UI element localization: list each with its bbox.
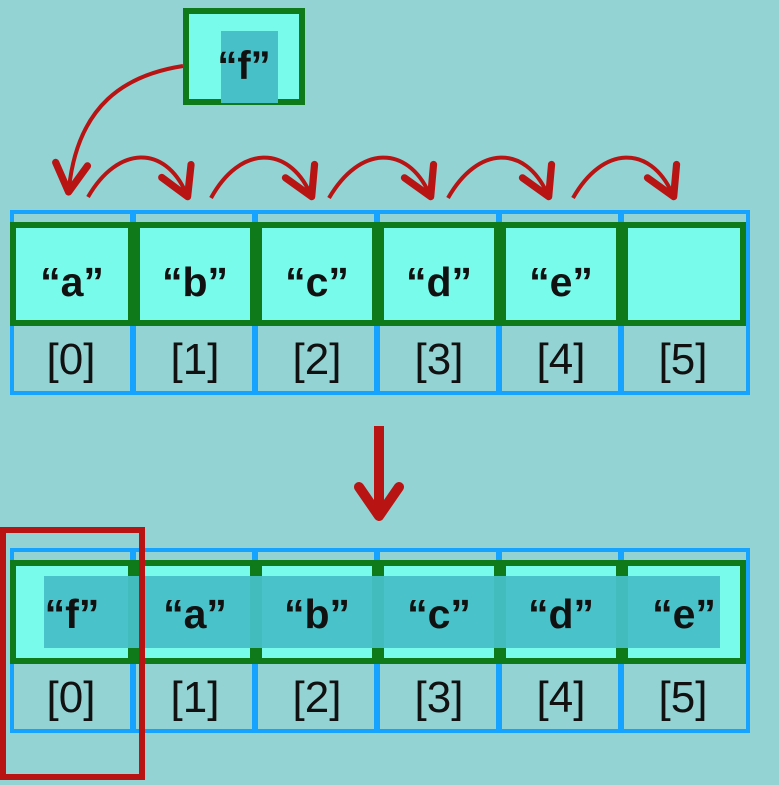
shift-arrow-icon bbox=[446, 155, 556, 201]
value-text: “a” bbox=[163, 591, 227, 637]
value-text: “d” bbox=[405, 259, 473, 305]
index-label: [2] bbox=[292, 335, 342, 384]
value-text: “a” bbox=[40, 259, 104, 305]
index-label: [2] bbox=[292, 673, 342, 722]
value-box: “e” bbox=[500, 222, 622, 326]
value-box: “b” bbox=[134, 222, 256, 326]
shift-arrow-icon bbox=[327, 155, 438, 201]
value-text: “e” bbox=[529, 259, 593, 305]
shift-arrow-icon bbox=[209, 155, 319, 201]
value-box: “d” bbox=[378, 222, 500, 326]
index-label: [0] bbox=[46, 673, 96, 722]
insert-arrow-icon bbox=[52, 64, 184, 196]
value-text: “b” bbox=[161, 259, 229, 305]
shifted-values-highlight bbox=[44, 576, 720, 648]
index-label: [4] bbox=[536, 335, 586, 384]
value-text: “c” bbox=[407, 591, 471, 637]
value-text: “b” bbox=[283, 591, 351, 637]
value-text: “e” bbox=[652, 591, 716, 637]
array-after-insert: “f” “a” “b” “c” “d” “e” [0] [1] [2] [3] … bbox=[10, 548, 750, 733]
down-arrow-head-icon bbox=[354, 482, 404, 521]
new-element-shade bbox=[221, 31, 278, 103]
value-text: “c” bbox=[285, 259, 349, 305]
value-box: “a” bbox=[10, 222, 134, 326]
index-label: [4] bbox=[536, 673, 586, 722]
value-box-empty bbox=[622, 222, 746, 326]
shift-arrow-icon bbox=[86, 155, 195, 201]
shift-arrow-icon bbox=[571, 155, 681, 201]
value-text: “d” bbox=[527, 591, 595, 637]
new-element-box: “f” bbox=[183, 8, 305, 105]
index-label: [1] bbox=[170, 335, 220, 384]
index-label: [1] bbox=[170, 673, 220, 722]
array-before-insert: “a” “b” “c” “d” “e” [0] [1] [2] [3] [4] … bbox=[10, 210, 750, 395]
index-label: [0] bbox=[46, 335, 96, 384]
index-label: [5] bbox=[658, 335, 708, 384]
index-label: [5] bbox=[658, 673, 708, 722]
value-text: “f” bbox=[44, 591, 100, 637]
index-label: [3] bbox=[414, 673, 464, 722]
index-label: [3] bbox=[414, 335, 464, 384]
new-element-label: “f” bbox=[217, 44, 271, 88]
value-box: “c” bbox=[256, 222, 378, 326]
